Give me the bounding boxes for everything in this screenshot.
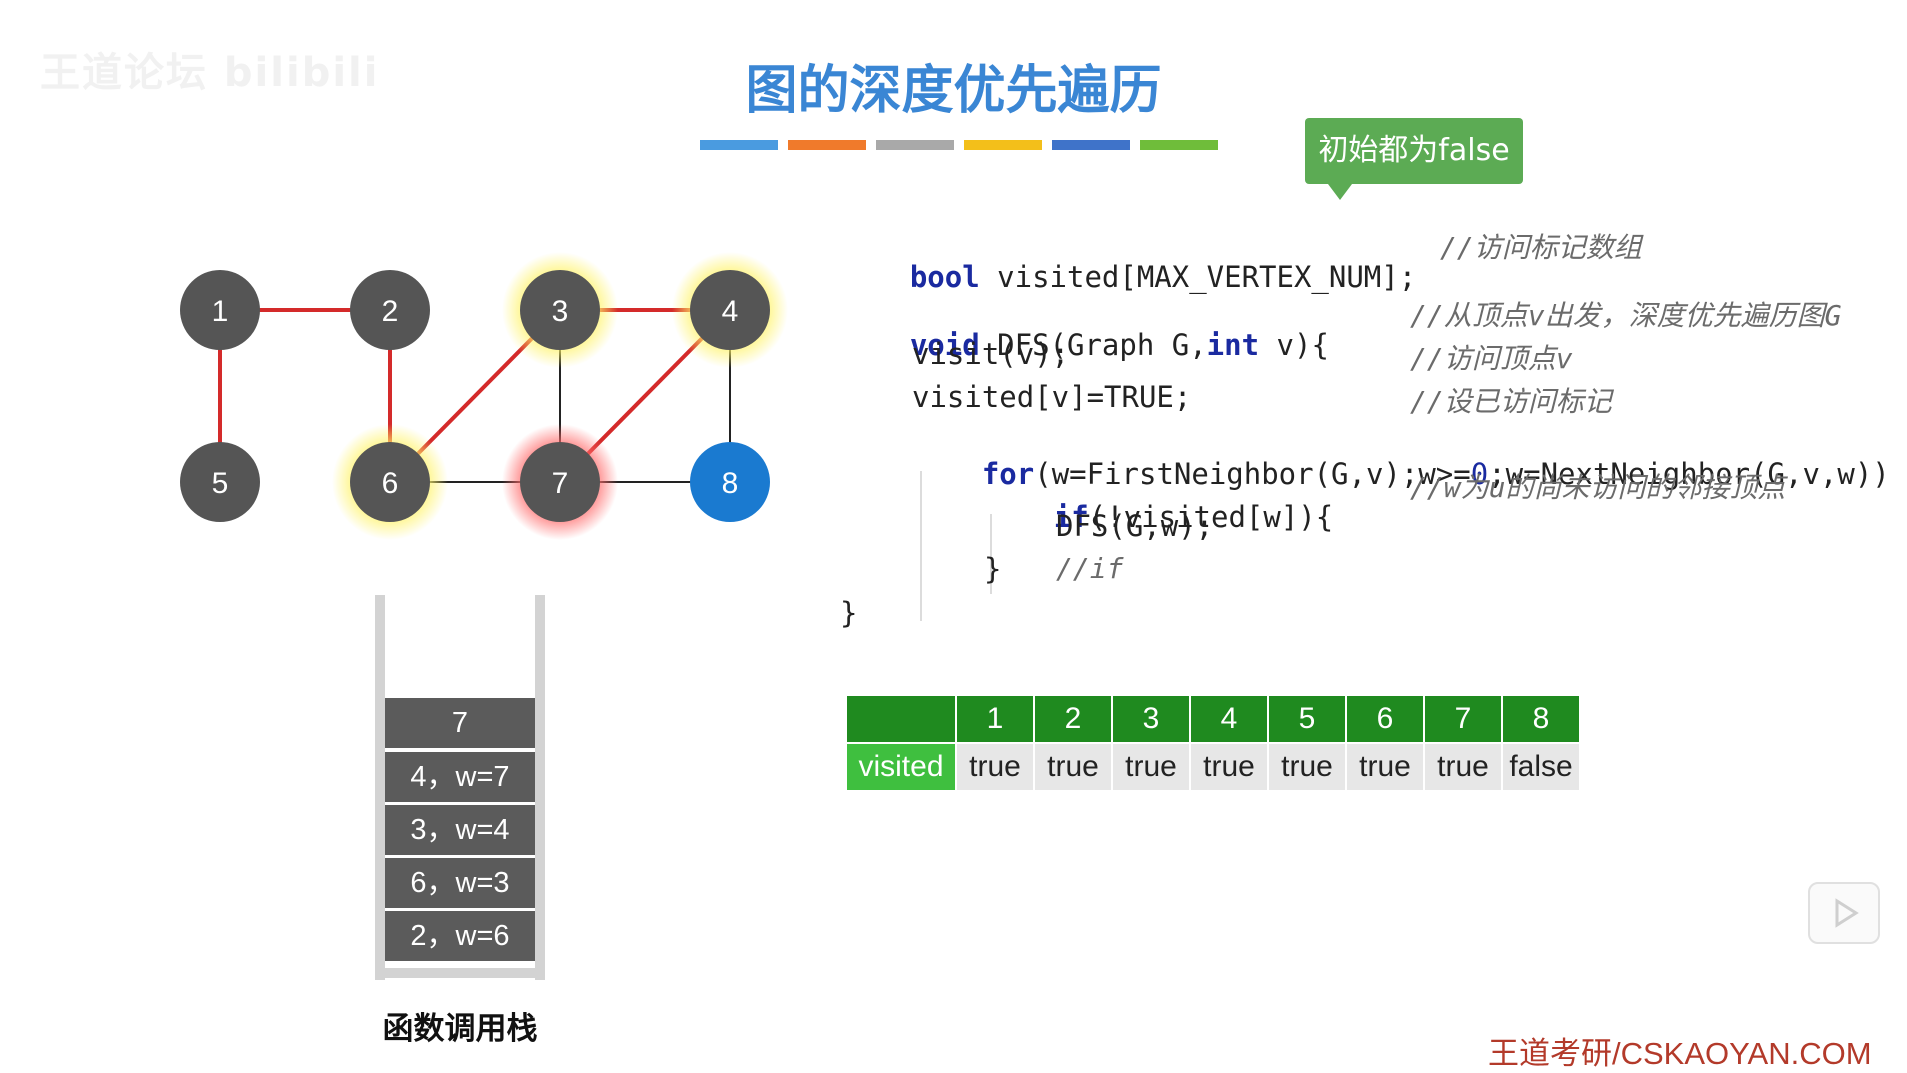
color-bar-segment [1052,140,1130,150]
vertex-label: 1 [212,295,229,328]
code-comment: //设已访问标记 [1410,385,1612,418]
stack-wall-left [375,595,385,980]
stack-label: 函数调用栈 [382,1011,538,1047]
graph-edges [218,308,732,484]
stack-frame: 4，w=7 [385,752,535,802]
stack-bottom [375,968,545,978]
callout-tail [1328,184,1352,200]
code-line-7: DFS(G,w); [1056,509,1214,543]
code-line-3: visit(v); [912,337,1070,371]
graph-vertices: 1 2 3 4 5 6 7 8 [180,252,788,540]
header-corner [845,694,957,744]
code-text: v){ [1259,328,1329,362]
vertex-label: 2 [382,295,399,328]
code-block: bool visited[MAX_VERTEX_NUM]; //访问标记数组 v… [840,226,1900,630]
code-line-2: void DFS(Graph G,int v){ [840,294,1329,396]
header-cell: 6 [1345,694,1425,744]
indent-guide [990,514,992,594]
stack-frame: 2，w=6 [385,911,535,961]
stack-frame: 3，w=4 [385,805,535,855]
graph-vertex-4 [690,270,770,350]
graph-vertex-2 [350,270,430,350]
visited-cell: true [1189,742,1269,792]
color-bar-segment [700,140,778,150]
stack-wall-right [535,595,545,980]
graph-vertex-6 [350,442,430,522]
vertex-label: 4 [722,295,739,328]
code-comment: //访问顶点v [1410,342,1573,375]
vertex-label: 7 [552,467,569,500]
visited-cell: true [955,742,1035,792]
code-keyword: for [981,457,1035,491]
visited-cell: true [1111,742,1191,792]
graph-vertex-3 [520,270,600,350]
header-cell: 3 [1111,694,1191,744]
code-comment: //if [1056,552,1124,585]
vertex-label: 6 [382,467,399,500]
code-text: (!visited[w]){ [1088,500,1334,534]
page-title: 图的深度优先遍历 [745,61,1162,121]
vertex-label: 5 [212,467,229,500]
code-comment: //w为u的尚未访问的邻接顶点 [1410,471,1786,504]
code-comment: //访问标记数组 [1440,231,1642,264]
header-cell: 7 [1423,694,1503,744]
visited-cell: true [1423,742,1503,792]
code-line-9: } [840,596,858,630]
vertex-label: 3 [552,295,569,328]
code-text: (w=FirstNeighbor(G,v);w>= [1034,457,1471,491]
visited-cell: false [1501,742,1581,792]
graph-diagram: 1 2 3 4 5 6 7 8 [180,252,788,540]
play-button[interactable] [1808,882,1880,944]
header-cell: 1 [955,694,1035,744]
color-bar-segment [1140,140,1218,150]
vertex-label: 8 [722,467,739,500]
header-cell: 2 [1033,694,1113,744]
visited-cell: true [1267,742,1347,792]
play-icon [1835,898,1859,928]
header-cell: 8 [1501,694,1581,744]
indent-guide [920,471,922,621]
visited-cell: true [1345,742,1425,792]
code-line-6: if(!visited[w]){ [984,466,1333,568]
code-keyword: void [909,328,980,362]
code-text: ;w=NextNeighbor(G,v,w)) [1488,457,1890,491]
code-keyword: if [1053,500,1089,534]
code-number: 0 [1470,457,1489,491]
code-keyword: int [1206,328,1260,362]
color-bar [700,0,1240,160]
watermark: 王道论坛 bilibili [40,50,380,96]
header-cell: 5 [1267,694,1347,744]
row-label: visited [845,742,957,792]
code-text: DFS(Graph G, [979,328,1207,362]
visited-table-header: 1 2 3 4 5 6 7 8 [845,694,1581,744]
code-line-1: bool visited[MAX_VERTEX_NUM]; [840,226,1416,328]
visited-cell: true [1033,742,1113,792]
visited-table: 1 2 3 4 5 6 7 8 visited true true true t… [845,694,1581,792]
graph-vertex-7 [520,442,600,522]
stack-frame: 6，w=3 [385,858,535,908]
code-comment: //从顶点v出发，深度优先遍历图G [1410,299,1842,332]
color-bar-segment [876,140,954,150]
code-line-8: } [984,552,1002,586]
color-bar-segment [964,140,1042,150]
footer-brand: 王道考研/CSKAOYAN.COM [1488,1036,1872,1071]
graph-vertex-5 [180,442,260,522]
graph-vertex-8 [690,442,770,522]
color-bar-segment [788,140,866,150]
code-line-5: for(w=FirstNeighbor(G,v);w>=0;w=NextNeig… [912,423,1890,525]
code-line-4: visited[v]=TRUE; [912,380,1192,414]
header-cell: 4 [1189,694,1269,744]
graph-vertex-1 [180,270,260,350]
callout-bubble: 初始都为false [1305,118,1523,184]
code-text: visited[MAX_VERTEX_NUM]; [979,260,1417,294]
visited-table-row: visited true true true true true true tr… [845,742,1581,792]
code-keyword: bool [909,260,980,294]
stack-frame: 7 [385,698,535,748]
